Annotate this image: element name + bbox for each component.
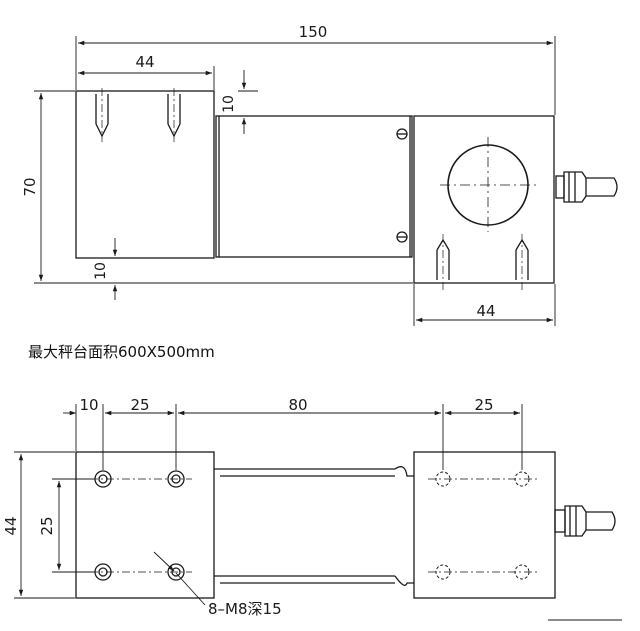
hole-spec-label: 8–M8深15 (208, 600, 282, 618)
dim-left-block-width: 44 (135, 53, 154, 71)
threaded-hole-icon (95, 88, 109, 142)
plan-right-block (413, 451, 556, 599)
dim-right-block-width: 44 (476, 302, 495, 320)
dim-bottom-offset: 10 (93, 262, 109, 280)
plan-view-dimensions (14, 404, 622, 621)
left-mount-block (75, 90, 215, 259)
dim-block-height: 44 (2, 516, 20, 535)
beam-body (215, 115, 413, 258)
plan-left-block (75, 451, 215, 599)
threaded-hole-icon (436, 234, 450, 290)
plan-centerlines (90, 478, 538, 573)
dim-top-offset: 10 (221, 95, 237, 113)
plan-view (75, 451, 616, 599)
dim-hole-spacing-vertical: 25 (38, 516, 56, 535)
dim-overall-length: 150 (299, 23, 328, 41)
dim-height: 70 (21, 177, 39, 196)
dim-hole-spacing-left: 25 (130, 396, 149, 414)
cable-gland-icon (555, 171, 618, 203)
side-view (75, 88, 618, 290)
cable-gland-icon (554, 505, 616, 537)
threaded-hole-icon (515, 234, 529, 290)
side-view-dimensions (34, 36, 556, 326)
threaded-hole-icon (167, 88, 181, 142)
dim-center-distance: 80 (288, 396, 307, 414)
dim-hole-edge-offset: 10 (79, 396, 98, 414)
right-mount-block (413, 115, 555, 284)
max-platform-area-note: 最大秤台面积600X500mm (28, 343, 215, 361)
dim-hole-spacing-right: 25 (474, 396, 493, 414)
